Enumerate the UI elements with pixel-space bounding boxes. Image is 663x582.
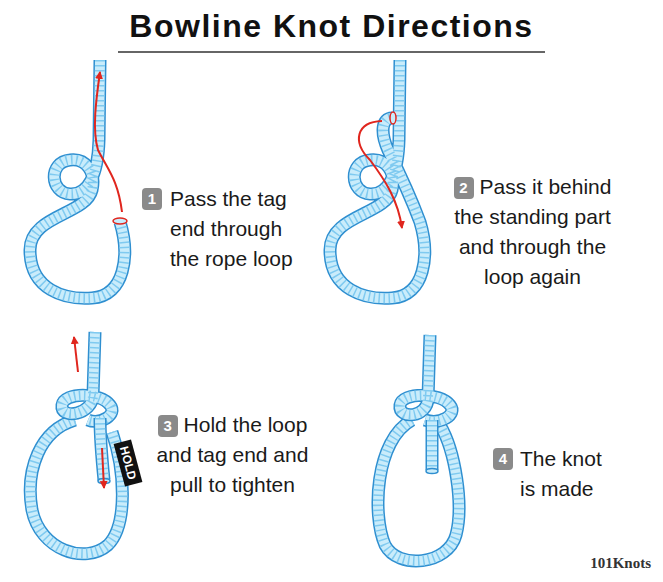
title-rule [118, 51, 545, 53]
step-number-badge: 3 [158, 415, 178, 437]
rope [30, 420, 122, 554]
rope [30, 420, 122, 554]
step-instruction: Pass the tag end through the rope loop [170, 187, 293, 270]
motion-arrow [359, 121, 402, 228]
callout-number: 1 [148, 190, 156, 207]
tag-end [113, 218, 127, 224]
tag-end [390, 112, 396, 124]
motion-arrow [95, 72, 122, 212]
rope [330, 60, 425, 298]
rope [378, 420, 459, 561]
rope [30, 420, 122, 554]
step-instruction: The knot is made [520, 447, 602, 500]
step-text: The knot is made [520, 444, 620, 504]
callout-number: 3 [163, 417, 171, 434]
step-group: 2Pass it behind the standing part and th… [440, 172, 625, 292]
step-number-badge: 4 [493, 448, 513, 470]
rope [400, 335, 452, 421]
rope [427, 420, 437, 470]
rope [62, 332, 112, 421]
rope-step-3 [30, 332, 122, 554]
step-group: 3Hold the loop and tag end and pull to t… [140, 410, 325, 500]
step-number-badge: 2 [454, 177, 474, 199]
rope [400, 335, 452, 421]
rope [378, 420, 459, 561]
rope-step-1 [30, 60, 127, 298]
rope [426, 420, 439, 470]
rope [30, 60, 125, 298]
callout-number: 2 [459, 179, 467, 196]
step-instruction: Hold the loop and tag end and pull to ti… [157, 413, 309, 496]
diagram-title: Bowline Knot Directions [0, 8, 663, 45]
motion-arrow [102, 448, 104, 488]
tag-end [426, 469, 438, 474]
step-number-badge: 1 [142, 188, 162, 210]
step-instruction: Pass it behind the standing part and thr… [454, 175, 611, 288]
callout-number: 4 [499, 450, 507, 467]
motion-arrow [74, 337, 78, 372]
rope [427, 420, 437, 470]
rope [400, 335, 452, 421]
watermark: 101Knots [590, 555, 651, 572]
rope [62, 332, 112, 421]
rope [30, 60, 125, 298]
rope [330, 60, 425, 298]
rope [30, 60, 125, 298]
rope [62, 332, 112, 421]
step-text: Pass the tag end through the rope loop [170, 184, 305, 274]
rope [378, 420, 459, 561]
rope [330, 60, 425, 298]
rope-step-2 [330, 60, 425, 298]
rope-step-4 [378, 335, 459, 561]
